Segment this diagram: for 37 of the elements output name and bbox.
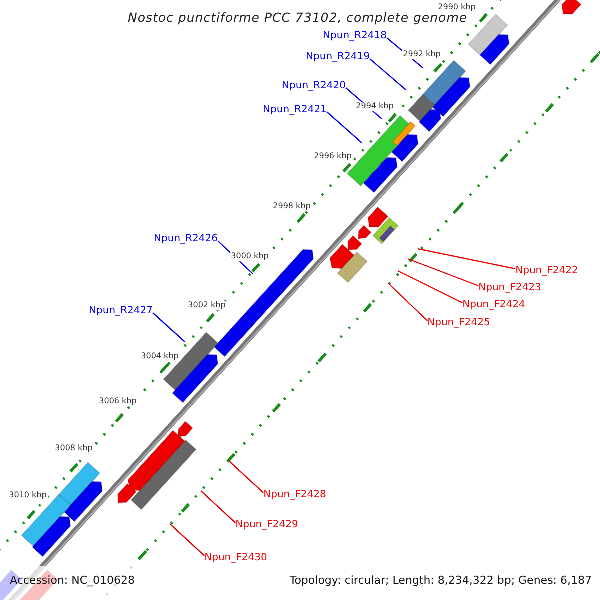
leader-line [408,258,479,287]
gene-label: Npun_F2424 [462,300,526,310]
scale-label: 2994 kbp [355,102,395,112]
leader-line [326,112,362,144]
scale-label: 3002 kbp [187,302,227,310]
scale-label: 3006 kbp [98,398,138,406]
gene-label: Npun_R2427 [89,306,153,316]
leader-line [200,490,236,524]
leader-line [370,58,406,90]
leader-line [152,312,186,342]
gene-label: Npun_R2418 [323,30,387,42]
leader-line [388,282,428,322]
leader-line [170,524,206,556]
gene-label: Npun_F2428 [264,490,326,500]
leader-line [398,270,463,304]
accession-text: Accession: NC_010628 [10,574,136,587]
leader-line [228,460,264,494]
gene-label: Npun_F2429 [236,520,298,530]
scale-label: 2992 kbp [402,50,442,60]
gene-label: Npun_R2420 [282,80,346,92]
gene-label: Npun_F2425 [428,318,490,328]
scale-label: 3010 kbp [8,492,48,500]
title: Nostoc punctiforme PCC 73102, complete genome [128,10,468,25]
gene-label: Npun_F2430 [204,552,268,564]
gene-label: Npun_F2423 [478,282,542,294]
gene-label: Npun_R2421 [263,104,327,116]
gene-label: Npun_R2419 [306,52,370,62]
scale-label: 2996 kbp [313,152,353,162]
leader-line [418,248,516,270]
scale-label: 2998 kbp [272,202,312,212]
genome-info-text: Topology: circular; Length: 8,234,322 bp; Genes: 6,187 [290,574,592,587]
scale-label: 2990 kbp [437,4,477,12]
scale-label: 3000 kbp [230,252,270,262]
gene-label: Npun_R2426 [154,234,218,244]
gene-label: Npun_F2422 [516,266,578,276]
scale-label: 3004 kbp [140,352,180,362]
scale-label: 3008 kbp [54,444,94,454]
